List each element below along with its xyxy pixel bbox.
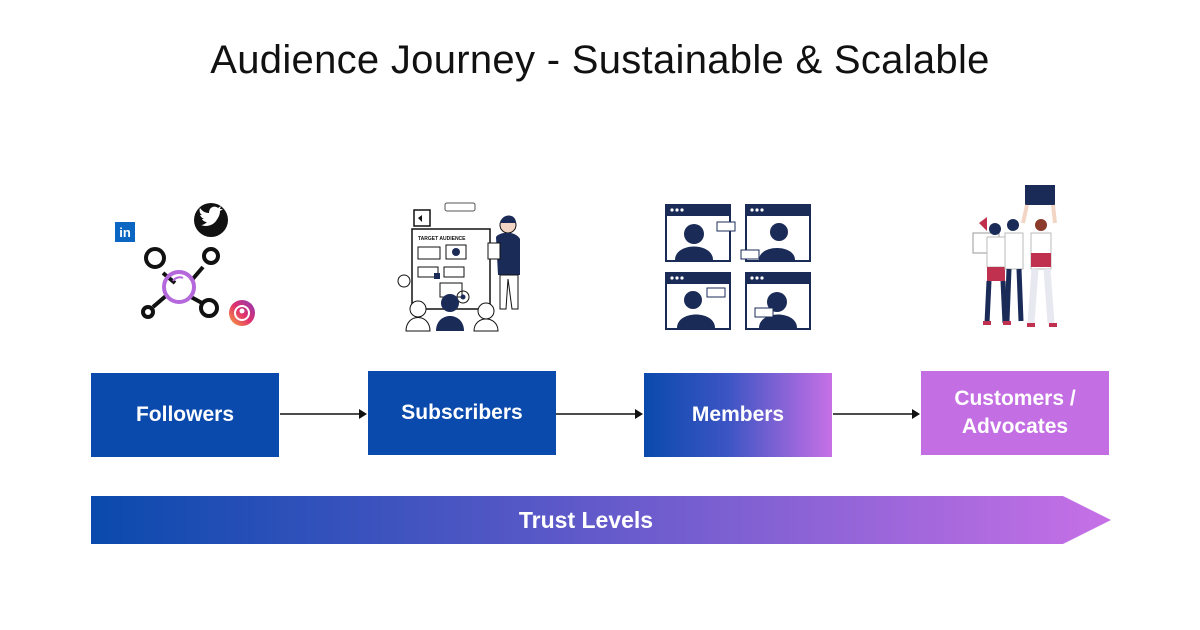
audience-heads xyxy=(405,294,499,332)
stage-members: Members xyxy=(644,373,832,457)
stage-followers-label: Followers xyxy=(135,403,235,426)
stage-subscribers: Subscribers xyxy=(368,371,556,455)
stage-members-label: Members xyxy=(691,403,785,426)
svg-text:TARGET AUDIENCE: TARGET AUDIENCE xyxy=(418,236,466,242)
advocates-illustration xyxy=(972,185,1057,327)
stage-subscribers-label: Subscribers xyxy=(401,401,523,424)
person-middle xyxy=(1004,219,1024,322)
network-icon xyxy=(141,247,220,319)
trust-levels-label: Trust Levels xyxy=(518,506,654,533)
svg-text:in: in xyxy=(119,225,131,240)
instagram-icon xyxy=(229,300,255,326)
arrow-subscribers-to-members xyxy=(556,409,643,419)
social-network-illustration: in xyxy=(115,203,255,326)
trust-levels-arrow xyxy=(91,496,1111,544)
stage-followers: Followers xyxy=(91,373,279,457)
twitter-icon xyxy=(194,203,228,237)
person-right xyxy=(1027,219,1055,324)
stage-customers-advocates: Customers / Advocates xyxy=(921,371,1109,455)
target-audience-illustration: TARGET AUDIENCE xyxy=(397,202,520,332)
stage-customers-label-line2: Advocates xyxy=(961,415,1069,438)
page-title: Audience Journey - Sustainable & Scalabl… xyxy=(210,38,990,82)
person-left xyxy=(984,223,1008,324)
arrow-followers-to-subscribers xyxy=(280,409,367,419)
arrow-members-to-customers xyxy=(833,409,920,419)
stage-customers-label-line1: Customers / xyxy=(954,387,1076,410)
linkedin-icon: in xyxy=(115,222,135,242)
video-call-illustration xyxy=(665,204,811,330)
